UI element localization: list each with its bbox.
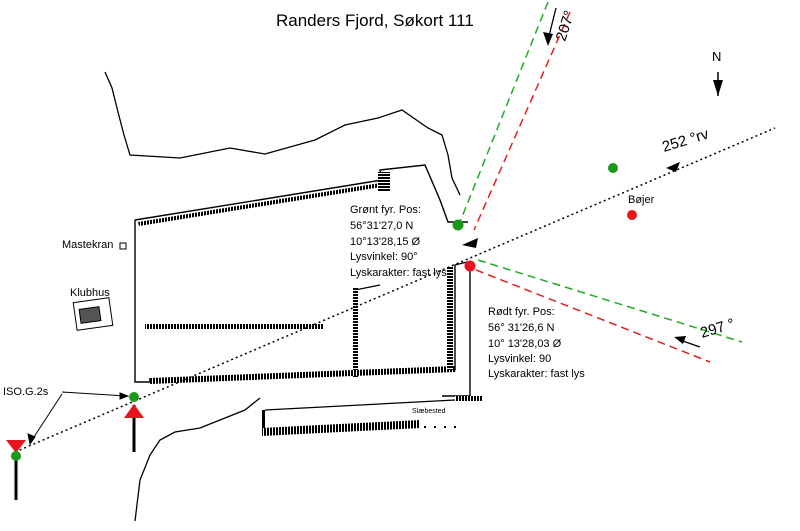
front-leading-mark-icon: [124, 392, 144, 452]
slipway-label: Slæbested: [412, 408, 446, 415]
klubhus-label: Klubhus: [70, 287, 110, 299]
green-sector-lines: [459, 1, 743, 343]
red-light-lon: 10° 13'28,03 Ø: [488, 338, 562, 350]
rear-leading-mark-icon: [6, 440, 26, 500]
slipway-markers: [424, 426, 456, 428]
bearing-297-arrow-icon: [674, 336, 701, 348]
mastekran-label: Mastekran: [62, 239, 113, 251]
quay-hatching: [138, 172, 483, 436]
red-buoy-icon: [627, 210, 637, 220]
green-light-lon: 10°13'28,15 Ø: [350, 236, 421, 248]
red-light-angle: Lysvinkel: 90: [488, 353, 551, 365]
green-light-heading: Grønt fyr. Pos:: [350, 204, 421, 216]
buoys-label: Bøjer: [628, 194, 655, 206]
bearing-252-label: 252 °rv: [660, 125, 711, 155]
iso-label: ISO.G.2s: [3, 386, 49, 398]
bearing-207-label: 207°: [553, 8, 579, 43]
green-light-icon: [452, 219, 464, 231]
green-light-lat: 56°31'27,0 N: [350, 220, 413, 232]
klubhus-building-icon: [72, 297, 114, 331]
green-buoy-icon: [608, 163, 618, 173]
bearing-207-arrow-icon: [543, 7, 557, 46]
shoreline-south: [134, 397, 261, 522]
green-light-character: Lyskarakter: fast lys: [350, 267, 447, 279]
red-light-heading: Rødt fyr. Pos:: [488, 306, 555, 318]
mastekran-icon: [119, 242, 127, 250]
north-arrow-icon: [713, 72, 723, 96]
green-light-angle: Lysvinkel: 90°: [350, 251, 418, 263]
red-sector-lines: [473, 11, 711, 363]
red-light-lat: 56° 31'26,6 N: [488, 322, 554, 334]
shoreline-north: [104, 71, 461, 196]
north-label: N: [712, 49, 721, 64]
bearing-252-arrow-icon: [666, 162, 680, 172]
iso-pointer-lines: [27, 391, 130, 446]
map-title: Randers Fjord, Søkort 111: [276, 11, 474, 30]
harbour-entrance-arrow-icon: [462, 238, 478, 248]
red-light-character: Lyskarakter: fast lys: [488, 368, 585, 380]
red-light-icon: [464, 260, 476, 272]
